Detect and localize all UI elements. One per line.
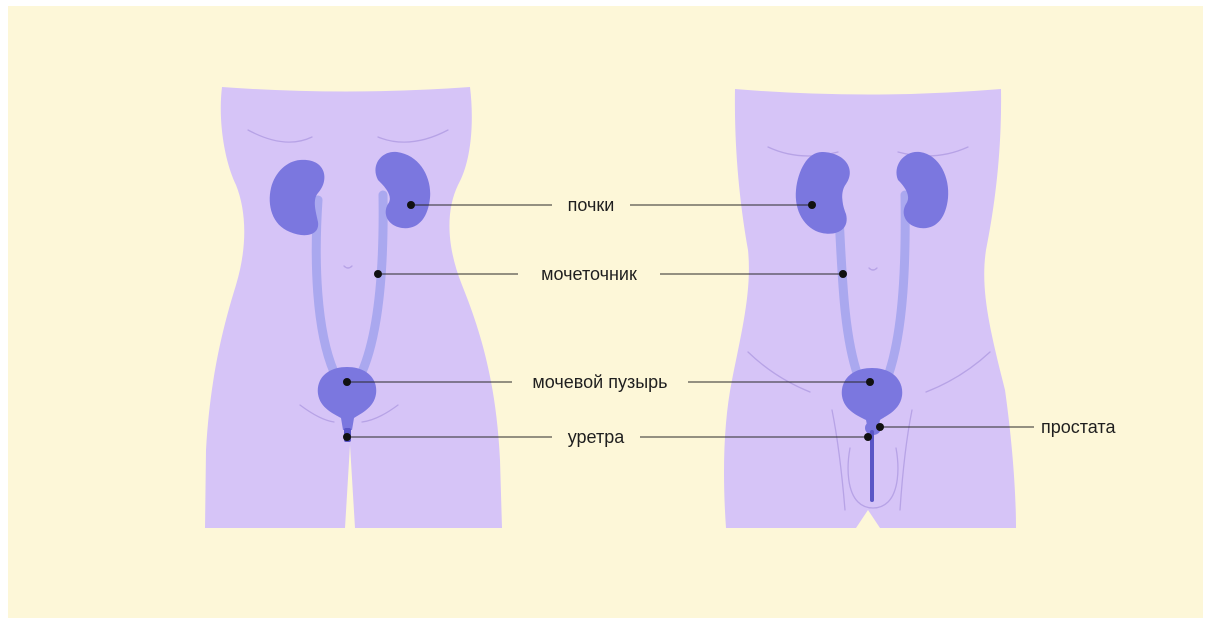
prostate-dot xyxy=(876,423,884,431)
label-ureter: мочеточник xyxy=(541,264,637,284)
male-figure xyxy=(724,89,1016,528)
label-urethra: уретра xyxy=(568,427,625,447)
bladder-dot-female xyxy=(343,378,351,386)
kidney-dot-female xyxy=(407,201,415,209)
ureter-dot-male xyxy=(839,270,847,278)
bladder-dot-male xyxy=(866,378,874,386)
kidney-dot-male xyxy=(808,201,816,209)
ureter-dot-female xyxy=(374,270,382,278)
label-prostate: простата xyxy=(1041,417,1116,437)
female-body-silhouette xyxy=(205,87,502,528)
female-figure xyxy=(205,87,502,528)
urethra-dot-male xyxy=(864,433,872,441)
label-bladder: мочевой пузырь xyxy=(532,372,667,392)
label-kidneys: почки xyxy=(568,195,615,215)
urethra-dot-female xyxy=(343,433,351,441)
diagram-background xyxy=(8,6,1203,618)
